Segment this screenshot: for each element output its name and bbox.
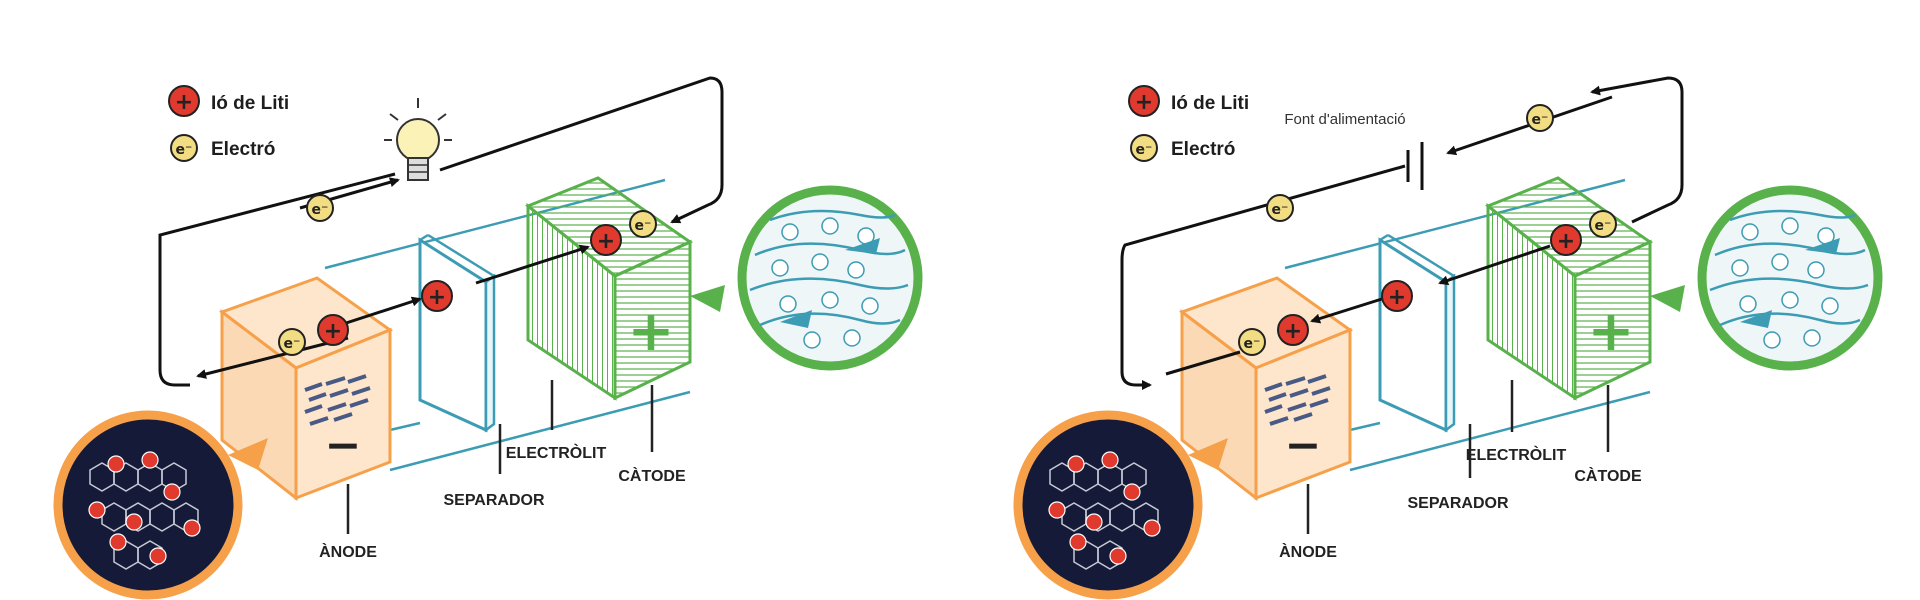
legend: + Ió de Liti e⁻ Electró	[168, 85, 289, 162]
lithium-ion-icon	[1550, 224, 1582, 256]
cathode: +	[525, 176, 694, 401]
lithium-ion-icon	[421, 280, 453, 312]
electron-symbol: e⁻	[1136, 142, 1153, 158]
lithium-ion-icon	[590, 224, 622, 256]
cathode: +	[1485, 176, 1654, 401]
power-source-label: Font d'alimentació	[1284, 111, 1405, 128]
cathode-label: CÀTODE	[618, 466, 686, 485]
graphite-layers-icon	[304, 374, 371, 426]
electron-icon	[1238, 328, 1266, 356]
electrolyte-label: ELECTRÒLIT	[1466, 445, 1567, 464]
panel-charge: + Ió de Liti e⁻ Electró Font d'alimentac…	[1013, 76, 1883, 600]
separator	[1378, 233, 1456, 433]
lithium-ion-icon	[317, 314, 349, 346]
leader-lines	[346, 380, 654, 534]
ion-arrow	[1310, 296, 1386, 324]
panel-discharge: + Ió de Liti e⁻ Electró e⁻	[53, 76, 923, 600]
plus-symbol: +	[1284, 319, 1302, 344]
plus-symbol: +	[597, 229, 615, 254]
electron-symbol: e⁻	[1244, 336, 1261, 352]
plus-symbol: +	[1557, 229, 1575, 254]
plus-symbol: +	[324, 319, 342, 344]
electron-symbol: e⁻	[1272, 202, 1289, 218]
separator	[418, 233, 496, 433]
cathode-label: CÀTODE	[1574, 466, 1642, 485]
electron-icon	[1589, 210, 1617, 238]
anode-zoom-icon	[1013, 410, 1228, 600]
cathode-zoom-icon	[1650, 185, 1883, 371]
lithium-ion-icon	[1277, 314, 1309, 346]
plus-symbol: +	[428, 285, 446, 310]
external-wire-left	[158, 172, 396, 387]
electron-symbol: e⁻	[635, 218, 652, 234]
battery-symbol-icon	[1406, 142, 1424, 190]
ion-arrow	[339, 296, 422, 327]
lithium-ion-icon	[168, 85, 200, 117]
electron-symbol: e⁻	[312, 202, 329, 218]
separator-label: SEPARADOR	[1407, 495, 1508, 512]
anode-minus-sign: −	[325, 420, 362, 471]
anode-label: ÀNODE	[1279, 542, 1337, 561]
cathode-plus-sign: +	[628, 299, 675, 364]
legend-ion-label: Ió de Liti	[1171, 93, 1249, 114]
electron-icon	[1266, 194, 1294, 222]
lithium-ion-icon	[1381, 280, 1413, 312]
electron-symbol: e⁻	[284, 336, 301, 352]
electron-symbol: e⁻	[176, 142, 193, 158]
leader-lines	[1306, 380, 1610, 534]
anode-minus-sign: −	[1285, 420, 1322, 471]
electron-icon	[278, 328, 306, 356]
electrolyte-label: ELECTRÒLIT	[506, 443, 607, 462]
electron-icon	[1526, 104, 1554, 132]
electron-symbol: e⁻	[1532, 112, 1549, 128]
legend-electron-label: Electró	[211, 139, 275, 160]
electron-symbol: e⁻	[1595, 218, 1612, 234]
ion-arrow	[475, 244, 590, 285]
separator-label: SEPARADOR	[443, 492, 544, 509]
cathode-zoom-icon	[690, 185, 923, 371]
plus-symbol: +	[175, 90, 193, 115]
anode-zoom-icon	[53, 410, 268, 600]
legend-electron-label: Electró	[1171, 139, 1235, 160]
external-wire-right	[1590, 76, 1684, 224]
anode: −	[218, 276, 394, 502]
external-wire-right	[439, 76, 724, 224]
plus-symbol: +	[1388, 285, 1406, 310]
external-wire-left	[1120, 164, 1406, 390]
electron-icon	[306, 194, 334, 222]
lithium-ion-icon	[1128, 85, 1160, 117]
anode: −	[1178, 276, 1354, 502]
legend: + Ió de Liti e⁻ Electró	[1128, 85, 1249, 162]
electron-icon	[629, 210, 657, 238]
anode-label: ÀNODE	[319, 542, 377, 561]
electron-icon	[1130, 134, 1158, 162]
electron-path-arrow	[1165, 350, 1241, 376]
legend-ion-label: Ió de Liti	[211, 93, 289, 114]
bulb-icon	[384, 98, 452, 181]
electron-icon	[170, 134, 198, 162]
graphite-layers-icon	[1264, 374, 1331, 426]
ion-arrow	[1438, 244, 1551, 286]
cathode-plus-sign: +	[1588, 299, 1635, 364]
electron-path-arrow	[196, 336, 349, 379]
plus-symbol: +	[1135, 90, 1153, 115]
